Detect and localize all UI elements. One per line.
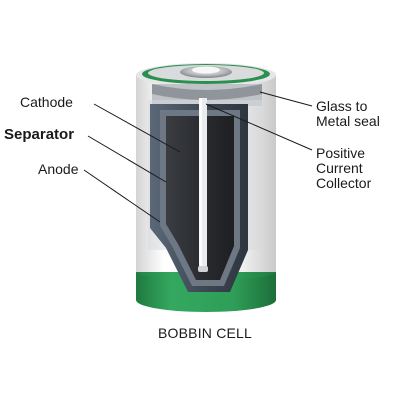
leader-separator	[87, 135, 167, 183]
battery-cutaway	[148, 84, 262, 292]
anode-label: Anode	[38, 161, 79, 177]
positive-collector-label: Positive Current Collector	[316, 146, 371, 191]
glass-metal-seal	[152, 84, 262, 100]
leader-cathode	[93, 103, 181, 153]
cathode-label: Cathode	[20, 94, 73, 110]
current-collector-pin	[199, 98, 207, 270]
battery-top-cap	[142, 64, 270, 84]
leader-glass-seal	[259, 91, 313, 107]
diagram-caption: BOBBIN CELL	[158, 325, 253, 341]
leader-lines	[83, 91, 313, 223]
leader-anode	[83, 169, 161, 223]
positive-collector-label-line: Positive	[316, 145, 366, 161]
separator-label: Separator	[4, 126, 75, 143]
positive-collector-label-line: Collector	[316, 175, 372, 191]
glass-seal-label-line: Glass to	[316, 98, 368, 114]
leader-collector	[205, 103, 313, 151]
glass-seal-label-line: Metal seal	[316, 113, 380, 129]
positive-collector-label-line: Current	[316, 160, 363, 176]
glass-seal-label: Glass to Metal seal	[316, 99, 380, 129]
